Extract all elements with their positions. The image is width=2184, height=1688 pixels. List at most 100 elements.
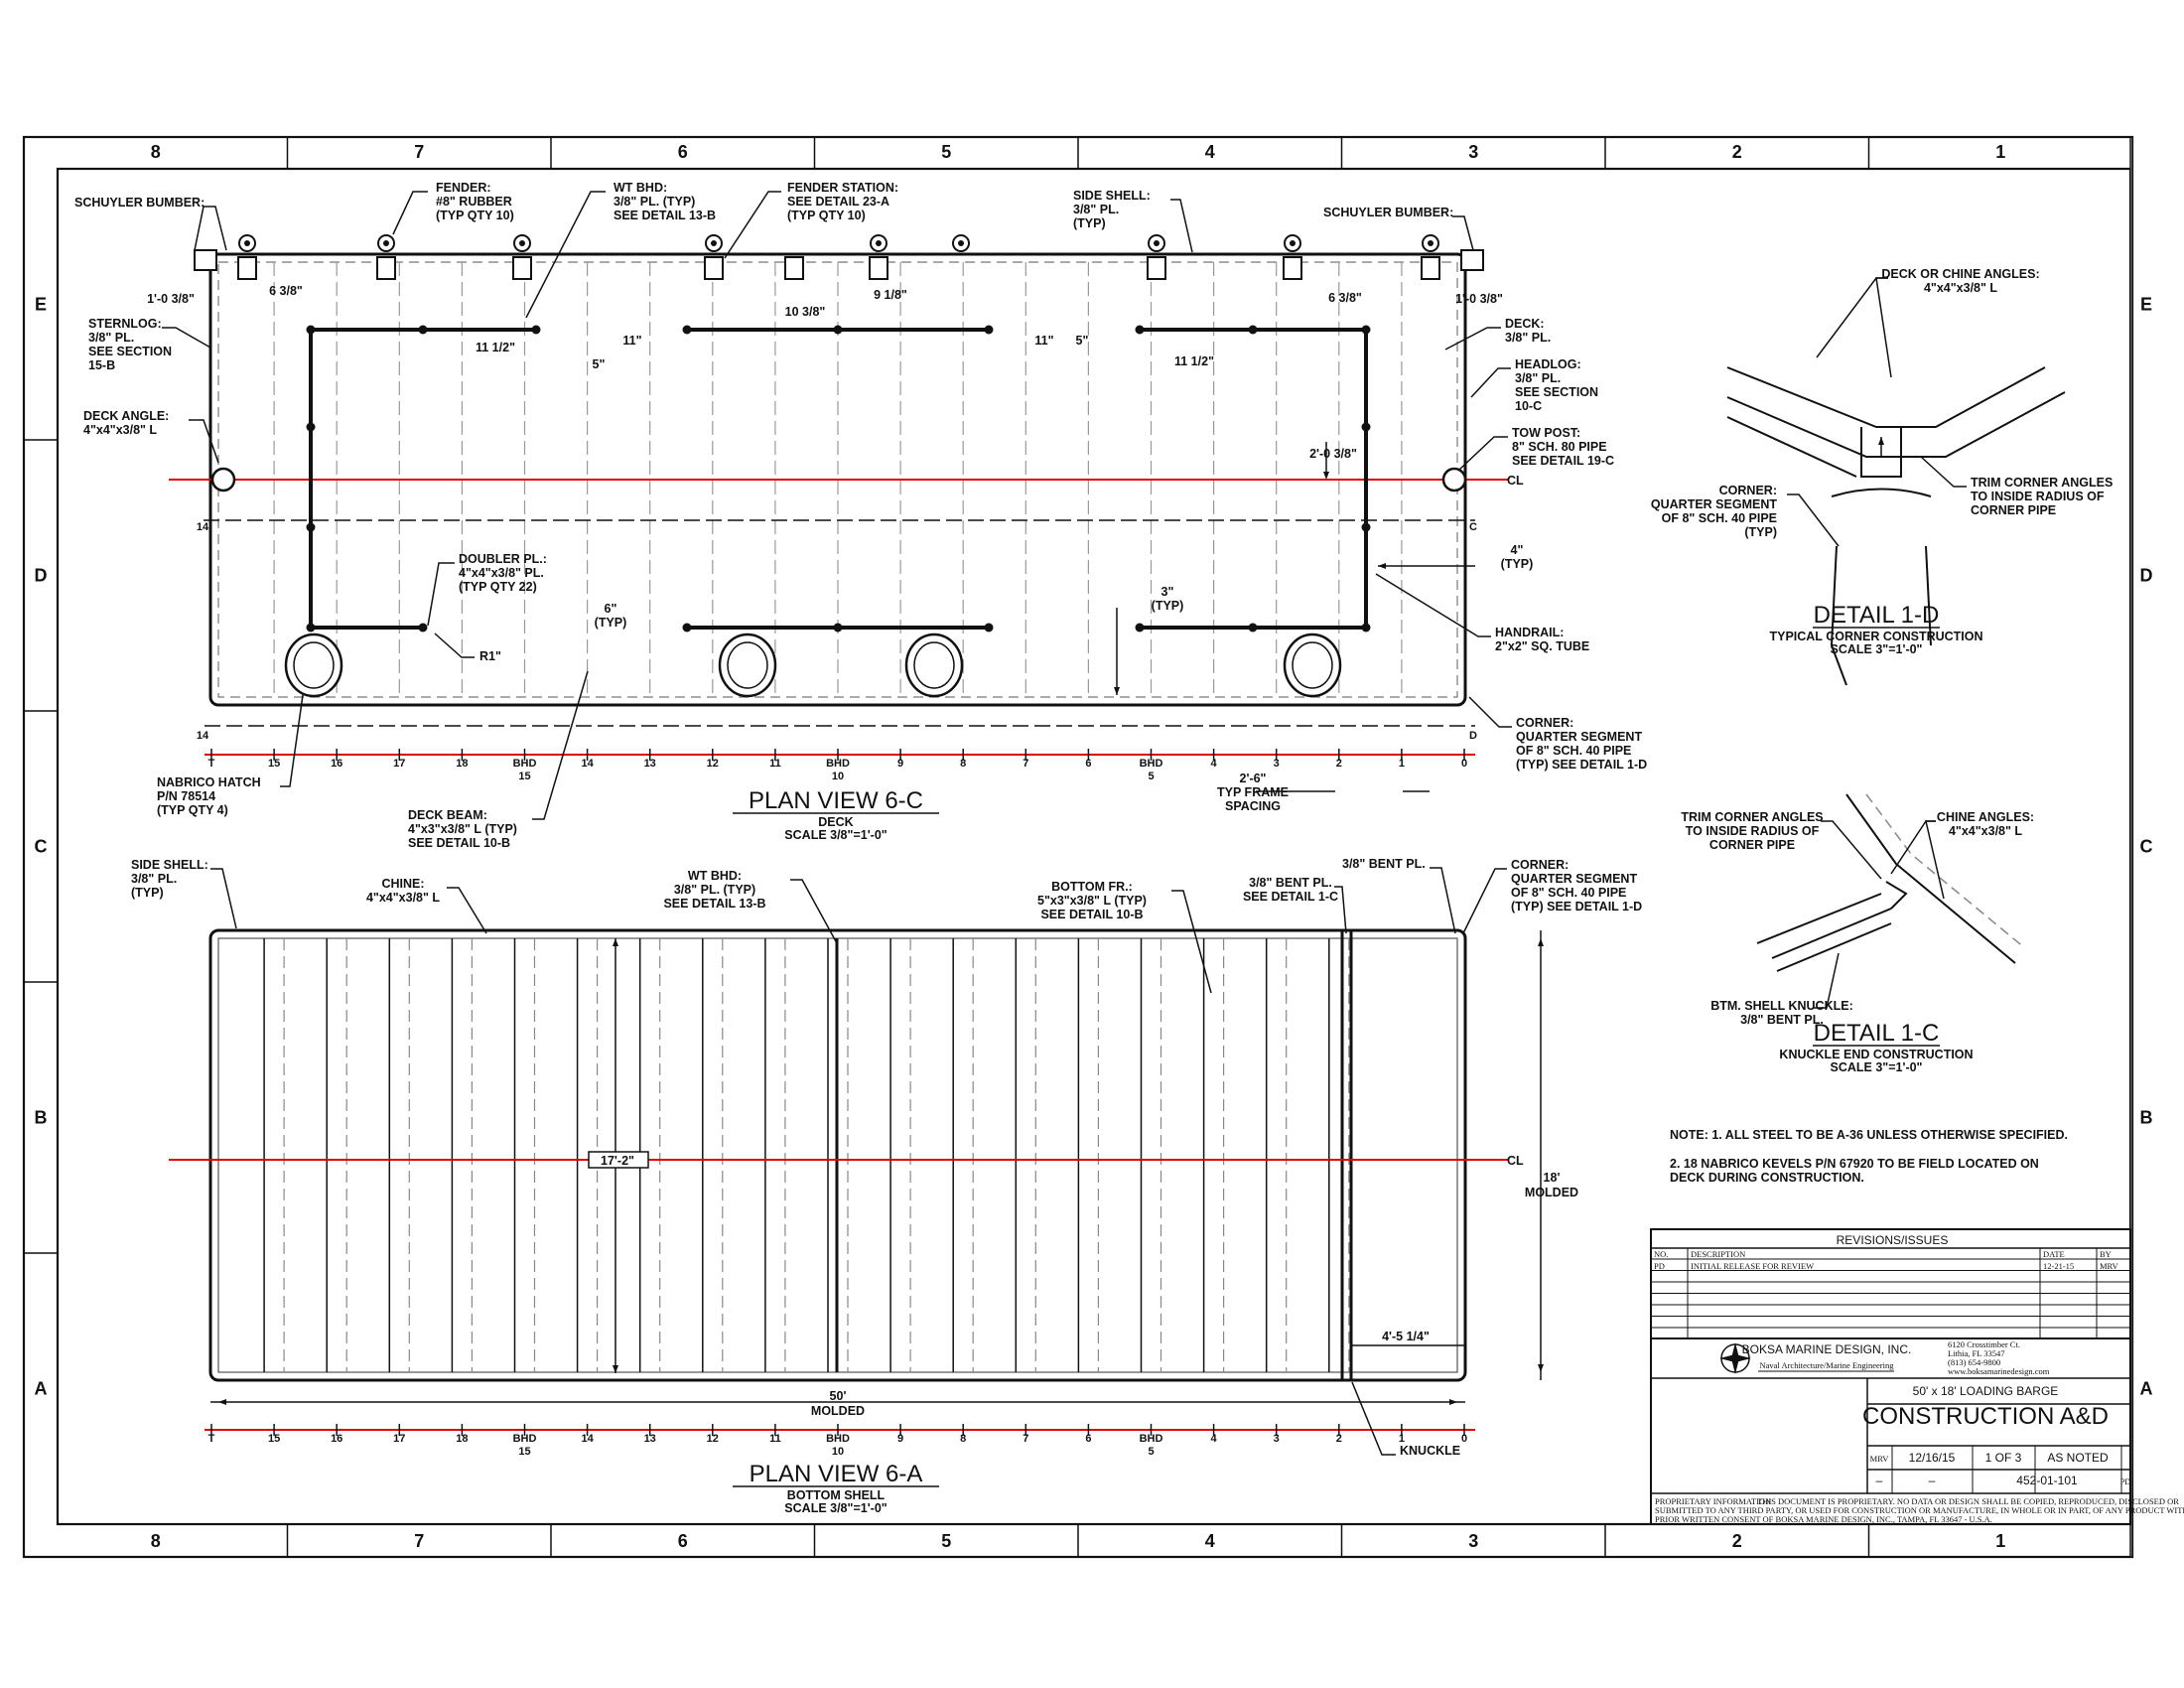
- arrowhead: [613, 938, 618, 946]
- hatch-inner: [293, 641, 335, 689]
- detail-angle: [1726, 366, 2046, 428]
- drawing-title: CONSTRUCTION A&D: [1862, 1403, 2109, 1430]
- fender-station: [869, 256, 888, 280]
- col-label-bottom: 7: [414, 1531, 424, 1551]
- dimension-text: 10 3/8": [785, 305, 826, 319]
- frame-number: 1: [1399, 1433, 1405, 1445]
- arrowhead: [613, 1365, 618, 1373]
- address-line: 6120 Crosstimber Ct.: [1948, 1339, 2020, 1349]
- row-label-left: E: [35, 295, 47, 315]
- callout: 3/8" PL.: [1073, 203, 1119, 216]
- callout: 3/8" PL.: [1515, 371, 1561, 385]
- leader: [1430, 867, 1456, 934]
- leader: [1875, 277, 1892, 378]
- frame-number: 16: [331, 1433, 342, 1445]
- leader: [724, 191, 781, 259]
- col-label-top: 5: [941, 142, 951, 162]
- schuyler-bumper: [194, 249, 217, 271]
- dimension-text: 2'-0 3/8": [1309, 447, 1357, 461]
- leader: [1470, 367, 1511, 398]
- leader: [1813, 952, 1840, 1009]
- callout: SEE SECTION: [88, 345, 172, 358]
- rev-header: DATE: [2043, 1249, 2065, 1259]
- leader: [1334, 886, 1347, 934]
- fender-core: [958, 240, 964, 246]
- frame-number: T: [208, 758, 215, 770]
- frame-number: 13: [644, 1433, 656, 1445]
- frame-number: 18: [456, 758, 468, 770]
- row-label-right: B: [2140, 1108, 2153, 1128]
- leader: [1375, 573, 1491, 637]
- leader: [392, 191, 428, 235]
- callout: 4": [1511, 543, 1524, 557]
- callout: 2'-6": [1240, 772, 1267, 785]
- proprietary-title: PROPRIETARY INFORMATION: [1655, 1496, 1771, 1506]
- fender-core: [244, 240, 250, 246]
- section-mark: 14: [197, 730, 209, 742]
- title-block-frame: [1650, 1337, 2131, 1525]
- detail-1-d: DECK OR CHINE ANGLES:4"x4"x3/8" LCORNER:…: [1651, 267, 2113, 686]
- rev-header: BY: [2100, 1249, 2112, 1259]
- handrail-post: [1361, 623, 1371, 633]
- fender-station: [1421, 256, 1440, 280]
- callout: STERNLOG:: [88, 317, 162, 331]
- knuckle-plate: [1776, 922, 1892, 972]
- knuckle-joint: [1885, 881, 1908, 910]
- frame-number: 11: [769, 758, 781, 770]
- bottom-outline: [208, 928, 1467, 1382]
- leader: [204, 206, 227, 251]
- callout: (TYP): [1744, 525, 1777, 539]
- leader: [1351, 1381, 1396, 1456]
- callout: HANDRAIL:: [1495, 626, 1564, 639]
- frame-number: 15: [268, 758, 280, 770]
- frame-sub: 15: [518, 1446, 530, 1458]
- drawn-date: 12/16/15: [1909, 1451, 1956, 1465]
- col-label-bottom: 2: [1732, 1531, 1742, 1551]
- leader: [162, 327, 211, 349]
- handrail-post: [306, 623, 316, 633]
- frame-number: T: [208, 1433, 215, 1445]
- leader: [434, 633, 475, 658]
- hatch-inner: [727, 641, 768, 689]
- col-label-bottom: 5: [941, 1531, 951, 1551]
- callout: OF 8" SCH. 40 PIPE: [1662, 511, 1777, 525]
- chine-angle: [1845, 793, 2016, 964]
- note-line: DECK DURING CONSTRUCTION.: [1670, 1171, 1864, 1185]
- row-label-right: A: [2140, 1379, 2153, 1399]
- detail-scale: SCALE 3"=1'-0": [1831, 1060, 1923, 1074]
- frame-number: 6: [1085, 758, 1091, 770]
- callout: 5"x3"x3/8" L (TYP): [1037, 894, 1147, 908]
- leader: [1462, 868, 1507, 934]
- dimension-text: 9 1/8": [874, 288, 907, 302]
- frame-number: BHD: [513, 758, 537, 770]
- callout: (TYP): [1073, 216, 1106, 230]
- dimension-text: 5": [593, 357, 606, 371]
- revisions-title: REVISIONS/ISSUES: [1837, 1233, 1949, 1247]
- inner-border: [56, 167, 2132, 1526]
- frame-number: 2: [1336, 758, 1342, 770]
- section-mark: 14: [197, 521, 209, 533]
- leader: [1171, 890, 1212, 994]
- handrail-post: [1248, 325, 1258, 335]
- fender-station: [1283, 256, 1302, 280]
- fender-station: [704, 256, 724, 280]
- view-title: PLAN VIEW 6-C: [749, 787, 923, 814]
- handrail-post: [418, 623, 428, 633]
- callout: P/N 78514: [157, 789, 215, 803]
- frame-number: 11: [769, 1433, 781, 1445]
- detail-title: DETAIL 1-D: [1814, 602, 1940, 629]
- callout: (TYP QTY 22): [459, 580, 537, 594]
- leader: [1821, 820, 1882, 880]
- fender-core: [519, 240, 525, 246]
- frame-number: BHD: [826, 1433, 850, 1445]
- address-line: Lithia, FL 33547: [1948, 1348, 2005, 1358]
- tow-post-icon: [1441, 467, 1467, 492]
- frame-number: 14: [581, 758, 594, 770]
- callout: CHINE ANGLES:: [1937, 810, 2034, 824]
- rev-cell: INITIAL RELEASE FOR REVIEW: [1691, 1261, 1814, 1271]
- arrowhead: [1449, 1399, 1457, 1405]
- callout: CORNER PIPE: [1971, 503, 2056, 517]
- callout: SEE DETAIL 10-B: [408, 836, 510, 850]
- callout: 4"x4"x3/8" L: [1924, 281, 1997, 295]
